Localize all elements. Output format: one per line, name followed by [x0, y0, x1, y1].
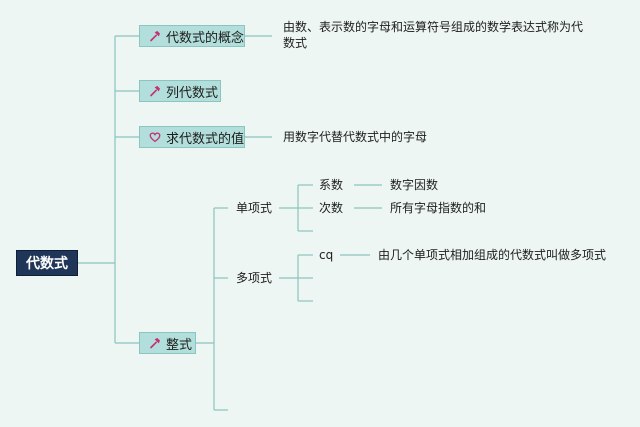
- note-value: 用数字代替代数式中的字母: [283, 130, 428, 144]
- subtopic-coef[interactable]: 系数: [319, 178, 344, 192]
- topic-concept[interactable]: 代数式的概念: [139, 25, 245, 47]
- topic-value-label: 求代数式的值: [166, 131, 245, 147]
- hammer-icon: [149, 85, 161, 97]
- topic-concept-label: 代数式的概念: [166, 30, 245, 46]
- hammer-icon: [149, 337, 161, 349]
- subtopic-cq[interactable]: cq: [319, 248, 334, 262]
- note-concept: 由数、表示数的字母和运算符号组成的数学表达式称为代数式: [283, 20, 584, 50]
- root-label: 代数式: [26, 256, 68, 272]
- subtopic-monomial[interactable]: 单项式: [236, 201, 273, 215]
- topic-list-label: 列代数式: [166, 85, 219, 101]
- note-cq: 由几个单项式相加组成的代数式叫做多项式: [378, 248, 607, 262]
- heart-icon: [149, 131, 161, 143]
- topic-integral[interactable]: 整式: [139, 332, 196, 354]
- subtopic-degree[interactable]: 次数: [319, 201, 344, 215]
- subtopic-polynomial[interactable]: 多项式: [236, 271, 273, 285]
- note-coef: 数字因数: [390, 178, 439, 192]
- topic-integral-label: 整式: [166, 337, 193, 353]
- hammer-icon: [149, 30, 161, 42]
- root-node[interactable]: 代数式: [16, 250, 78, 276]
- note-degree: 所有字母指数的和: [390, 201, 487, 215]
- topic-list[interactable]: 列代数式: [139, 80, 221, 102]
- topic-value[interactable]: 求代数式的值: [139, 126, 245, 148]
